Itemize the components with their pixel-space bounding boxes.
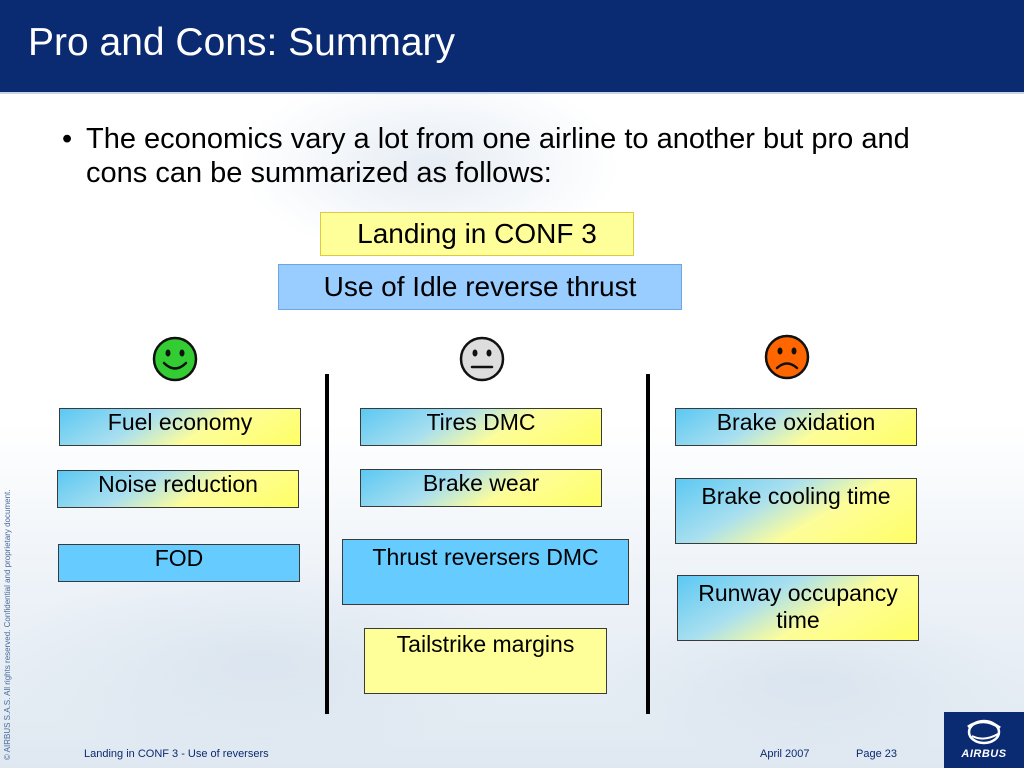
footer-page-number: Page 23: [856, 748, 897, 760]
bullet-symbol: •: [62, 123, 73, 155]
neutral-item-thrust-reversers-dmc: Thrust reversers DMC: [342, 539, 629, 605]
pro-item-fuel-economy: Fuel economy: [59, 408, 301, 446]
bullet-point: • The economics vary a lot from one airl…: [62, 122, 962, 190]
title-bar: Pro and Cons: Summary: [0, 0, 1024, 94]
copyright-notice: © AIRBUS S.A.S. All rights reserved. Con…: [3, 489, 12, 760]
slide-title: Pro and Cons: Summary: [28, 21, 456, 64]
column-divider-right: [646, 374, 650, 714]
neutral-item-tailstrike-margins: Tailstrike margins: [364, 628, 607, 694]
bullet-text: The economics vary a lot from one airlin…: [86, 123, 910, 189]
footer-doc-title: Landing in CONF 3 - Use of reversers: [84, 748, 269, 760]
column-divider-left: [325, 374, 329, 714]
airbus-logo: AIRBUS: [944, 712, 1024, 768]
con-item-runway-occupancy-time: Runway occupancy time: [677, 575, 919, 641]
con-item-brake-oxidation: Brake oxidation: [675, 408, 917, 446]
pro-item-fod: FOD: [58, 544, 300, 582]
neutral-item-tires-dmc: Tires DMC: [360, 408, 602, 446]
neutral-face-icon: [459, 336, 505, 382]
neutral-item-brake-wear: Brake wear: [360, 469, 602, 507]
airbus-logo-text: AIRBUS: [961, 748, 1007, 760]
con-item-brake-cooling-time: Brake cooling time: [675, 478, 917, 544]
idle-header-box: Use of Idle reverse thrust: [278, 264, 682, 310]
conf-header-box: Landing in CONF 3: [320, 212, 634, 256]
happy-face-icon: [152, 336, 198, 382]
footer-date: April 2007: [760, 748, 810, 760]
sad-face-icon: [764, 334, 810, 380]
airbus-logo-icon: [967, 719, 1001, 745]
pro-item-noise-reduction: Noise reduction: [57, 470, 299, 508]
